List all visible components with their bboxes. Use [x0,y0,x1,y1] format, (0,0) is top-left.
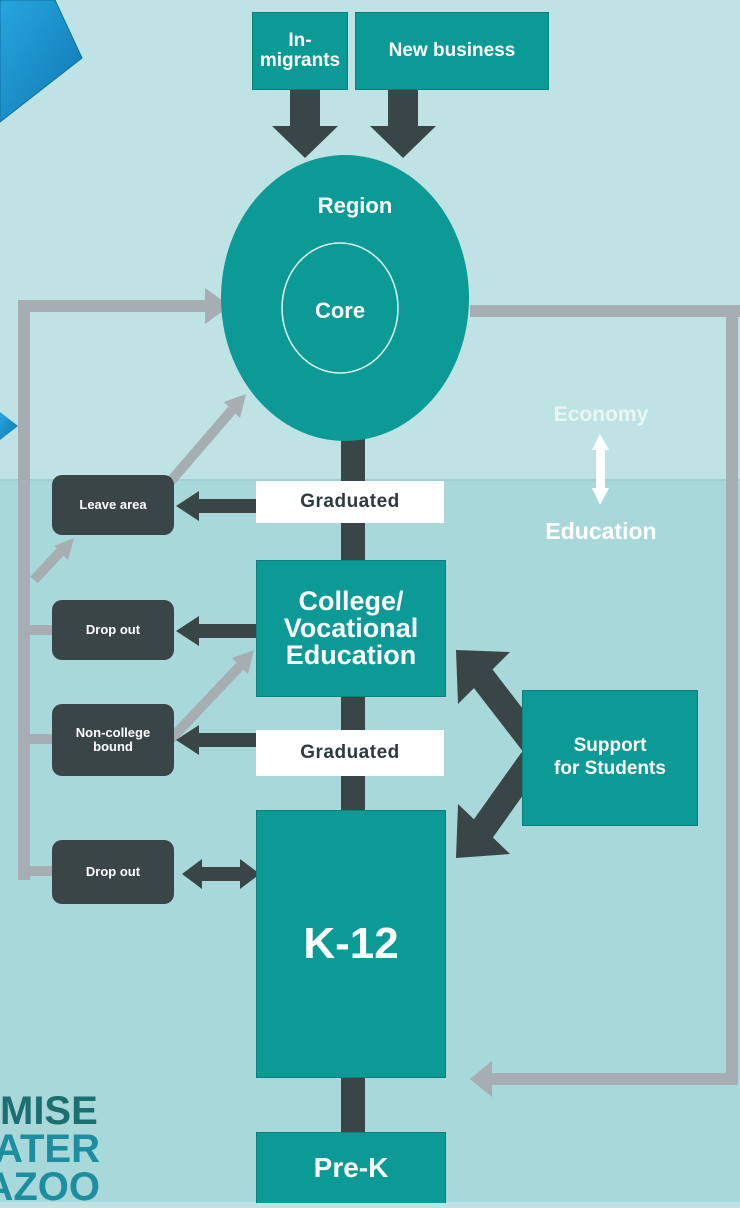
logo-line-3: AZOO [0,1166,100,1208]
education-label: Education [545,517,657,544]
support-to-k12-arrowhead [456,804,510,858]
economy-arrowhead [592,434,609,450]
in-migrants-box: In-migrants [252,12,348,90]
noncollege-arrowhead [176,725,199,755]
pre-k-box: Pre-K [256,1132,446,1203]
leave-area-arrowhead [176,491,199,521]
loop-to-region-line [18,300,208,312]
k12-dropout-arrowhead-left [182,859,202,889]
logo-line-1: MISE [0,1090,98,1132]
inflow-arrows [272,90,436,158]
in-migrants-arrow-shaft [290,90,320,128]
education-arrowhead [592,488,609,505]
leave-area-arrow-shaft [196,499,256,513]
diagonal-arrows [30,406,244,744]
college-vocational-box: College/ Vocational Education [256,560,446,697]
in-migrants-arrowhead [272,126,338,158]
left-loop-to-leave-area-arrowhead [54,538,74,560]
loop-to-region-arrowhead [205,288,230,324]
noncollege-to-college-line [166,662,244,744]
outflow-arrows [176,491,260,889]
economy-label: Economy [553,402,649,426]
k12-dropout-arrowhead-right [240,859,260,889]
dropout1-arrow-shaft [196,624,256,638]
graduated-mid-box: Graduated [256,730,444,776]
noncollege-to-college-arrowhead [232,650,254,674]
economy-education-arrow [592,434,609,505]
region-label: Region [317,193,393,219]
new-business-arrow-shaft [388,90,418,128]
noncollege-connector [30,734,52,744]
drop-out-box-k12: Drop out [52,840,174,904]
play-icon[interactable] [0,0,83,123]
k12-box: K-12 [256,810,446,1078]
feedback-lines [18,288,740,1097]
left-loop-to-leave-area-line [30,548,64,584]
left-loop-line [18,312,30,880]
core-label: Core [314,298,366,324]
leave-area-to-region-arrowhead [224,394,246,418]
economy-education-shaft [596,446,605,492]
leave-area-box: Leave area [52,475,174,535]
k12-dropout-connector [30,866,52,876]
leave-area-to-region-line [166,406,236,486]
drop-out-box-college: Drop out [52,600,174,660]
dropout-connector [30,625,52,635]
noncollege-arrow-shaft [196,733,256,747]
right-loop-top-line [470,305,740,317]
support-for-students-box: Support for Students [522,690,698,826]
right-loop-arrowhead [470,1061,492,1097]
core-circle [281,242,399,374]
k12-dropout-arrow-shaft [200,867,242,881]
play-icon-small [0,412,18,440]
new-business-box: New business [355,12,549,90]
right-loop-bottom-line [490,1073,738,1085]
graduated-top-box: Graduated [256,481,444,523]
support-to-college-arrowhead [456,650,510,704]
new-business-arrowhead [370,126,436,158]
dropout1-arrowhead [176,616,199,646]
right-loop-vertical-line [726,305,738,1085]
non-college-bound-box: Non-college bound [52,704,174,776]
